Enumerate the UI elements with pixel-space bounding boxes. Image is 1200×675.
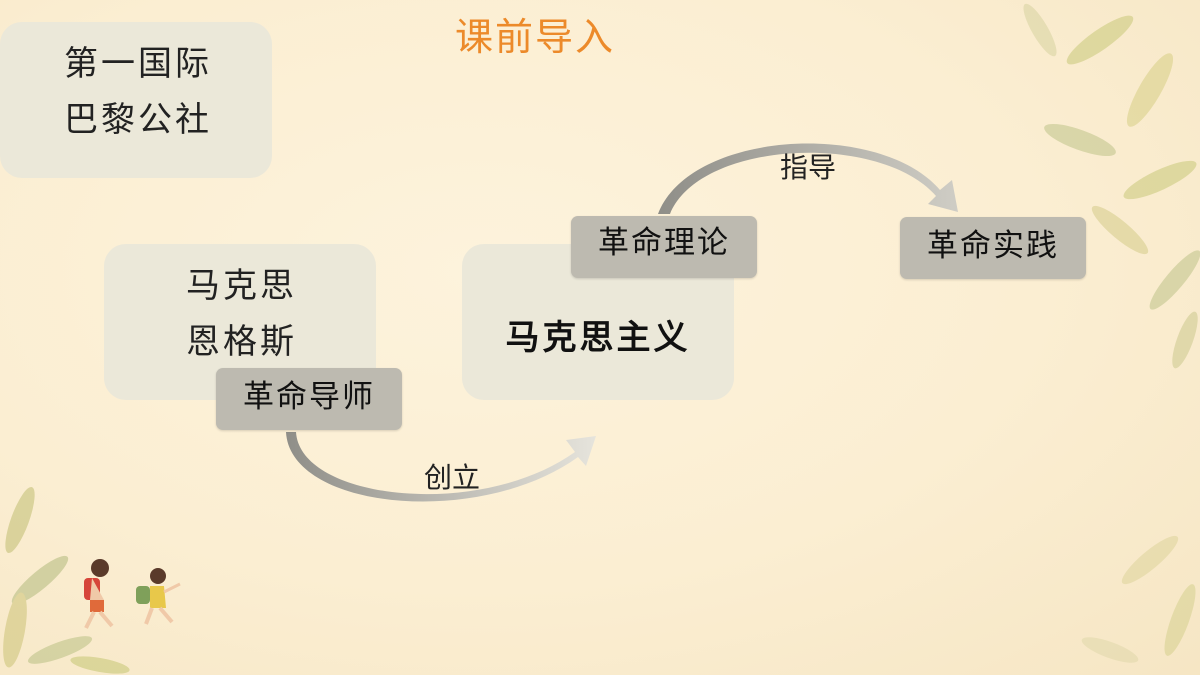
tag-revolutionary-mentor: 革命导师 (216, 368, 402, 430)
panel-line: 恩格斯 (186, 322, 297, 362)
leaf-decoration-top-right (1023, 3, 1200, 369)
marxism-label: 马克思主义 (505, 318, 691, 358)
guide-arrow-label: 指导 (780, 151, 837, 184)
leaf-decoration-bottom-right (1081, 535, 1196, 663)
children-running-illustration (84, 559, 181, 629)
panel-first-international: 第一国际 巴黎公社 (0, 22, 272, 178)
panel-line: 巴黎公社 (64, 100, 212, 140)
create-arrow-label: 创立 (424, 461, 481, 494)
tag-revolutionary-theory: 革命理论 (571, 216, 757, 278)
panel-line: 第一国际 (64, 44, 212, 84)
leaf-decoration-bottom-left (3, 486, 130, 674)
panel-line: 马克思 (186, 266, 297, 306)
tag-revolutionary-practice: 革命实践 (900, 217, 1086, 279)
create-arrow (286, 432, 596, 502)
guide-arrow (658, 143, 958, 214)
slide-title: 课前导入 (454, 15, 615, 59)
